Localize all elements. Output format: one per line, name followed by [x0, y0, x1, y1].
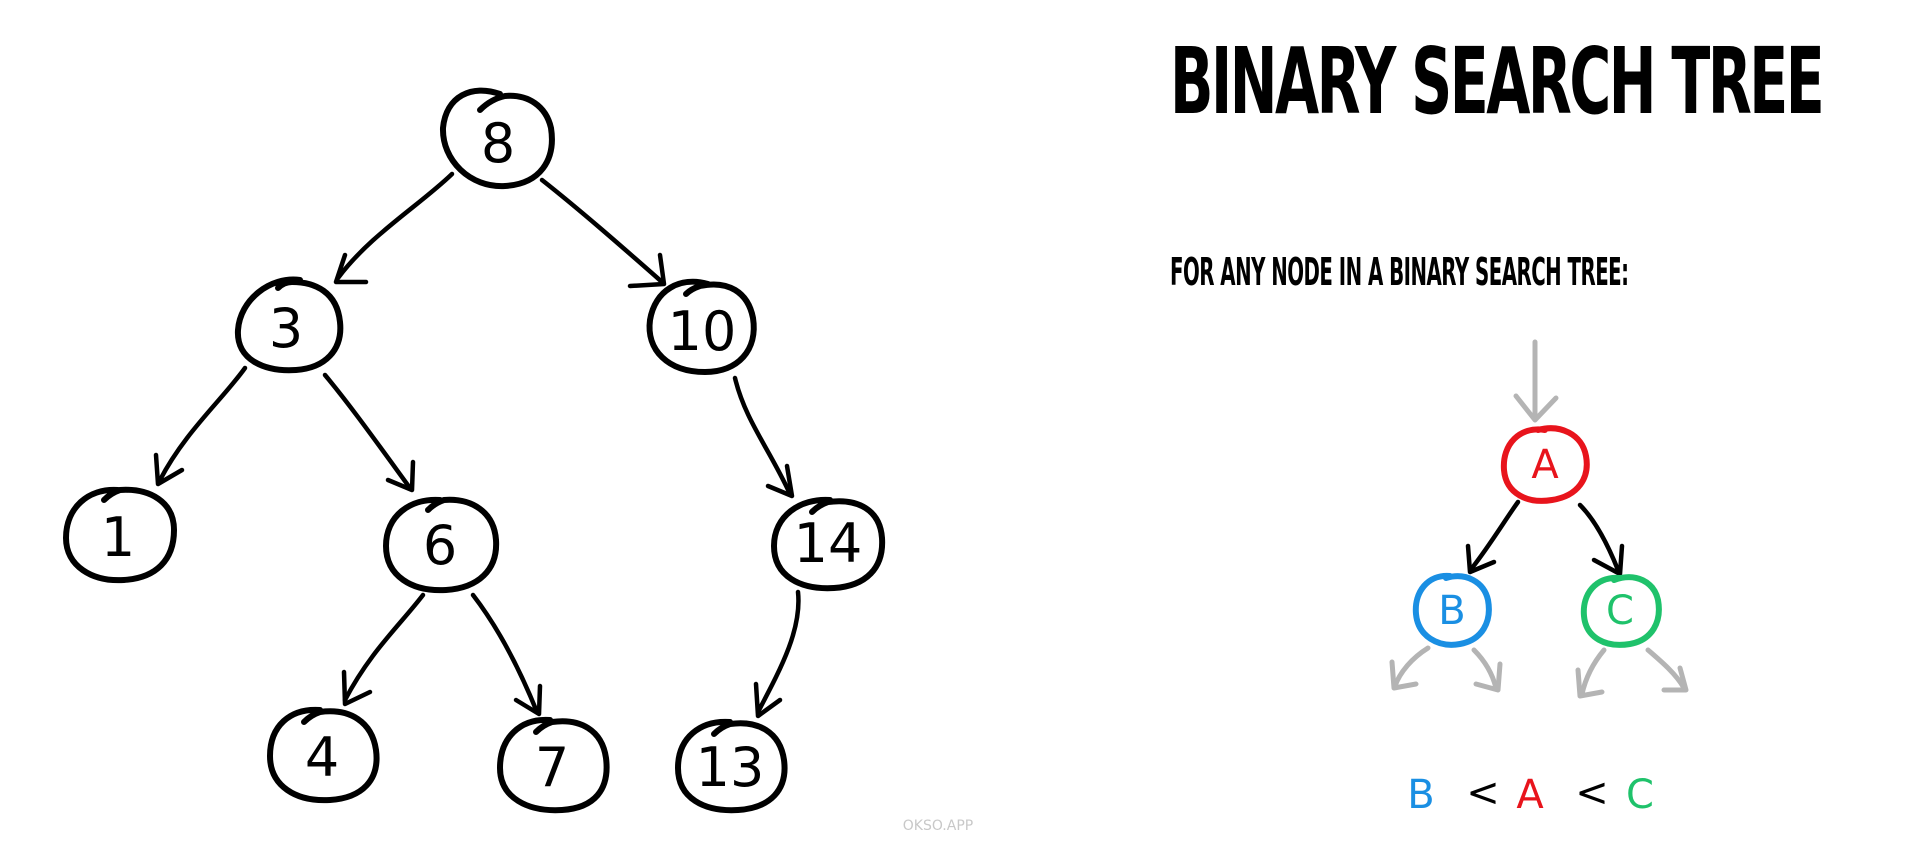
tree-node-4: 4: [267, 706, 380, 804]
tree-node-1: 1: [63, 486, 177, 584]
node-label: 10: [668, 300, 737, 363]
rule-inequality: B < A < C: [1407, 770, 1654, 818]
edge-14-arrowhead: [765, 463, 795, 499]
edge-10-arrowhead: [627, 252, 667, 289]
inequality-op2: <: [1575, 770, 1609, 816]
node-ring: [675, 718, 788, 814]
inequality-right: C: [1626, 772, 1654, 818]
edge-3-arrowhead: [333, 252, 369, 285]
node-ring: [497, 716, 610, 814]
footer-brand: OKSO.APP: [903, 818, 973, 834]
node-label: 14: [794, 512, 863, 575]
edge-10-14: [732, 375, 793, 497]
tree-node-14: 14: [771, 496, 886, 592]
node-label: 1: [101, 506, 135, 569]
rule-node-c: C: [1580, 574, 1662, 648]
incoming-arrowhead: [1513, 393, 1559, 423]
edge-a-c: [1577, 502, 1621, 573]
node-label: 6: [423, 514, 457, 577]
edge-3-6: [322, 372, 413, 491]
node-label: A: [1531, 442, 1559, 488]
node-label: 13: [696, 736, 765, 799]
edge-8-10: [539, 177, 665, 285]
tree-node-13: 13: [675, 718, 788, 814]
node-ring: [234, 276, 344, 374]
edge-6-arrowhead: [385, 459, 416, 493]
node-ring: [771, 496, 886, 592]
inequality-left: B: [1407, 772, 1434, 818]
edge-6-7: [470, 592, 540, 715]
edge-7-arrowhead: [513, 683, 543, 717]
tree-edges: [153, 171, 801, 719]
rule-node-b: B: [1412, 572, 1492, 648]
node-ring: [1500, 425, 1590, 504]
node-label: 4: [305, 726, 339, 789]
edge-14-13: [755, 589, 801, 715]
node-ring: [439, 87, 555, 190]
tree-node-3: 3: [234, 276, 344, 374]
node-ring: [63, 486, 177, 584]
tree-node-6: 6: [383, 496, 500, 594]
tree-node-8: 8: [439, 87, 555, 190]
edge-3-1: [157, 365, 248, 483]
node-ring: [267, 706, 380, 804]
rule-diagram: A B C B <: [1389, 339, 1689, 818]
edge-13-arrowhead: [753, 681, 783, 719]
node-ring: [1580, 574, 1662, 648]
page-title: BINARY SEARCH TREE: [1170, 28, 1825, 135]
tree-node-7: 7: [497, 716, 610, 814]
node-label: 7: [535, 736, 569, 799]
node-label: 8: [481, 112, 515, 175]
edge-a-c-arrowhead: [1591, 543, 1625, 577]
inequality-op1: <: [1466, 770, 1500, 816]
inequality-middle: A: [1516, 772, 1544, 818]
edge-8-3: [335, 171, 455, 281]
node-ring: [1412, 572, 1492, 648]
node-ring: [383, 496, 500, 594]
edge-6-4: [342, 592, 426, 703]
rule-node-a: A: [1500, 425, 1590, 504]
edge-4-arrowhead: [341, 669, 373, 707]
node-ring: [646, 278, 757, 375]
node-label: 3: [269, 297, 303, 360]
faded-child-arrows: [1389, 645, 1689, 699]
edge-1-arrowhead: [153, 452, 185, 487]
node-label: B: [1438, 588, 1465, 634]
edge-a-b-arrowhead: [1465, 543, 1497, 575]
tree-node-10: 10: [646, 278, 757, 375]
rule-description: FOR ANY NODE IN A BINARY SEARCH TREE:: [1170, 250, 1629, 294]
edge-a-b: [1469, 499, 1521, 571]
node-label: C: [1606, 588, 1634, 634]
